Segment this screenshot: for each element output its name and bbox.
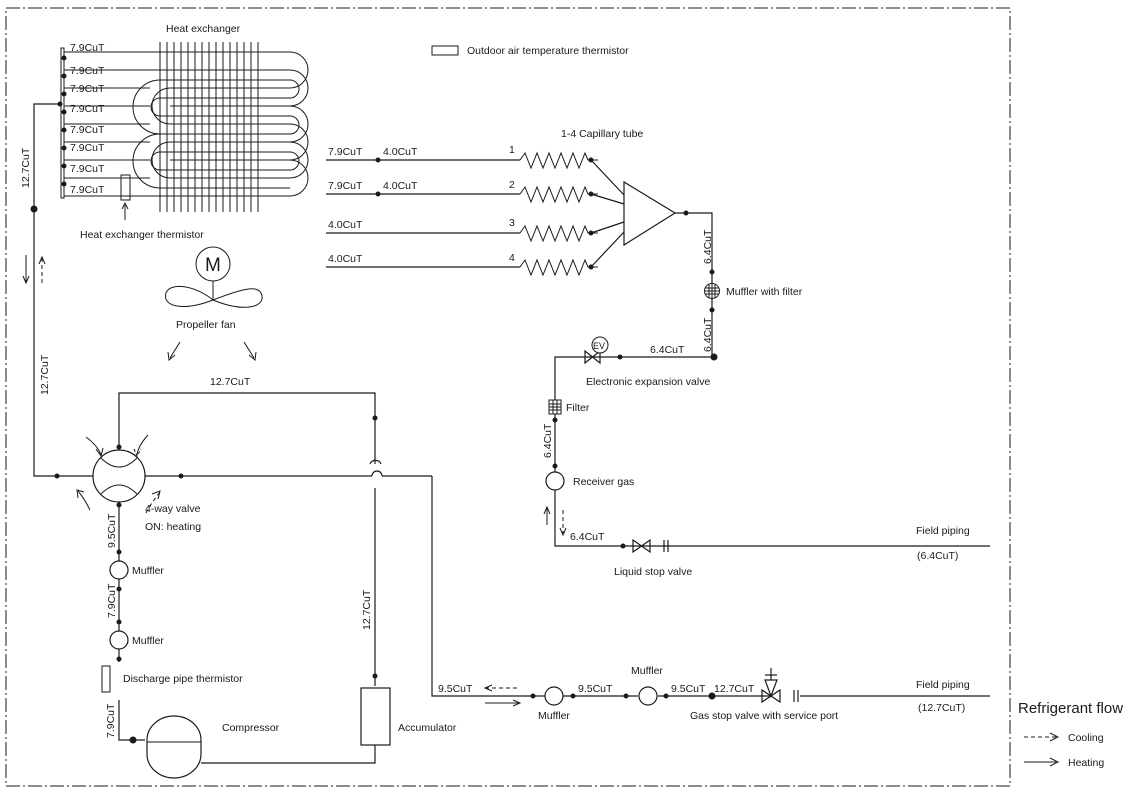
- branch-size-5: 7.9CuT: [70, 124, 105, 136]
- main-line-size-upper: 12.7CuT: [20, 147, 32, 188]
- four-way-valve-state: ON: heating: [145, 521, 201, 533]
- branch-size-4: 7.9CuT: [70, 103, 105, 115]
- muffler-icon-1: [109, 560, 129, 580]
- field-piping-gas-label: Field piping: [916, 679, 970, 691]
- ev-label: EV: [593, 341, 605, 351]
- motor-label: M: [205, 255, 221, 276]
- distributor-out-size: 6.4CuT: [702, 229, 714, 264]
- flow-legend: Refrigerant flow Cooling Heating: [1018, 700, 1123, 769]
- capillary-number-1: 1: [509, 144, 515, 156]
- capillary-tube-label: 1-4 Capillary tube: [561, 128, 643, 140]
- legend-heating: Heating: [1068, 757, 1104, 769]
- top-loop-size: 12.7CuT: [210, 376, 251, 388]
- gas-line-size-3: 9.5CuT: [671, 683, 706, 695]
- field-piping-gas-size: (12.7CuT): [918, 702, 965, 714]
- cap-line4-size: 4.0CuT: [328, 253, 363, 265]
- discharge-size-3: 7.9CuT: [105, 703, 117, 738]
- compressor-label: Compressor: [222, 722, 280, 734]
- field-piping-liquid-size: (6.4CuT): [917, 550, 958, 562]
- accumulator-label: Accumulator: [398, 722, 457, 734]
- eev-line-size: 6.4CuT: [650, 344, 685, 356]
- liquid-stop-valve-label: Liquid stop valve: [614, 566, 692, 578]
- branch-size-3: 7.9CuT: [70, 83, 105, 95]
- capillary-number-4: 4: [509, 252, 515, 264]
- heat-exchanger-thermistor-label: Heat exchanger thermistor: [80, 229, 204, 241]
- branch-size-1: 7.9CuT: [70, 42, 105, 54]
- compressor-icon: [146, 715, 202, 779]
- outdoor-thermistor-label: Outdoor air temperature thermistor: [467, 45, 629, 57]
- cap-line2-size-a: 7.9CuT: [328, 180, 363, 192]
- muffler-icon-4: [638, 686, 658, 706]
- gas-line-size-1: 9.5CuT: [438, 683, 473, 695]
- gas-line-size-2: 9.5CuT: [578, 683, 613, 695]
- outdoor-unit-boundary: [5, 7, 1011, 787]
- discharge-size-1: 9.5CuT: [106, 513, 118, 548]
- cap-line1-size-b: 4.0CuT: [383, 146, 418, 158]
- header-pipe: [60, 47, 65, 199]
- liquid-line-size: 6.4CuT: [570, 531, 605, 543]
- outdoor-thermistor-icon: [431, 45, 459, 56]
- propeller-icon: [165, 285, 263, 308]
- filter-label: Filter: [566, 402, 590, 414]
- muffler-icon-3: [544, 686, 564, 706]
- gas-stop-valve-icon: [761, 668, 799, 704]
- field-piping-liquid-label: Field piping: [916, 525, 970, 537]
- cap-line3-size: 4.0CuT: [328, 219, 363, 231]
- muffler-label-2: Muffler: [132, 635, 164, 647]
- receiver-icon: [545, 471, 565, 491]
- heat-exchanger-thermistor-icon: [120, 174, 131, 201]
- capillary-number-3: 3: [509, 217, 515, 229]
- discharge-thermistor-icon: [101, 665, 111, 693]
- heat-exchanger: Heat exchanger: [57, 23, 309, 241]
- accumulator-icon: [360, 687, 391, 746]
- muffler-label-1: Muffler: [132, 565, 164, 577]
- discharge-size-2: 7.9CuT: [106, 583, 118, 618]
- propeller-fan: M Propeller fan: [165, 246, 263, 361]
- legend-title: Refrigerant flow: [1018, 700, 1123, 717]
- gas-stop-valve-label: Gas stop valve with service port: [690, 710, 838, 722]
- propeller-fan-label: Propeller fan: [176, 319, 236, 331]
- cap-line1-size-a: 7.9CuT: [328, 146, 363, 158]
- cap-line2-size-b: 4.0CuT: [383, 180, 418, 192]
- muffler-label-3: Muffler: [538, 710, 570, 722]
- discharge-thermistor-label: Discharge pipe thermistor: [123, 673, 243, 685]
- main-line-size-lower: 12.7CuT: [39, 354, 51, 395]
- branch-size-7: 7.9CuT: [70, 163, 105, 175]
- gas-line-size-4: 12.7CuT: [714, 683, 755, 695]
- electronic-expansion-valve-label: Electronic expansion valve: [586, 376, 710, 388]
- muffler-label-4: Muffler: [631, 665, 663, 677]
- branch-size-8: 7.9CuT: [70, 184, 105, 196]
- capillary-number-2: 2: [509, 179, 515, 191]
- receiver-gas-label: Receiver gas: [573, 476, 634, 488]
- four-way-valve-icon: [92, 449, 146, 503]
- filter-out-size: 6.4CuT: [542, 423, 554, 458]
- electronic-expansion-valve-icon: EV: [584, 336, 609, 365]
- accumulator-in-size: 12.7CuT: [361, 589, 373, 630]
- muffler-with-filter-label: Muffler with filter: [726, 286, 803, 298]
- muffler-filter-out-size: 6.4CuT: [702, 317, 714, 352]
- legend-cooling: Cooling: [1068, 732, 1104, 744]
- four-way-valve-label: 4-way valve: [145, 503, 201, 515]
- branch-size-6: 7.9CuT: [70, 142, 105, 154]
- heat-exchanger-label: Heat exchanger: [166, 23, 241, 35]
- muffler-icon-2: [109, 630, 129, 650]
- capillary-coils: [519, 151, 598, 277]
- branch-size-2: 7.9CuT: [70, 65, 105, 77]
- liquid-stop-valve-icon: [632, 538, 669, 554]
- distributor-icon: [623, 180, 677, 247]
